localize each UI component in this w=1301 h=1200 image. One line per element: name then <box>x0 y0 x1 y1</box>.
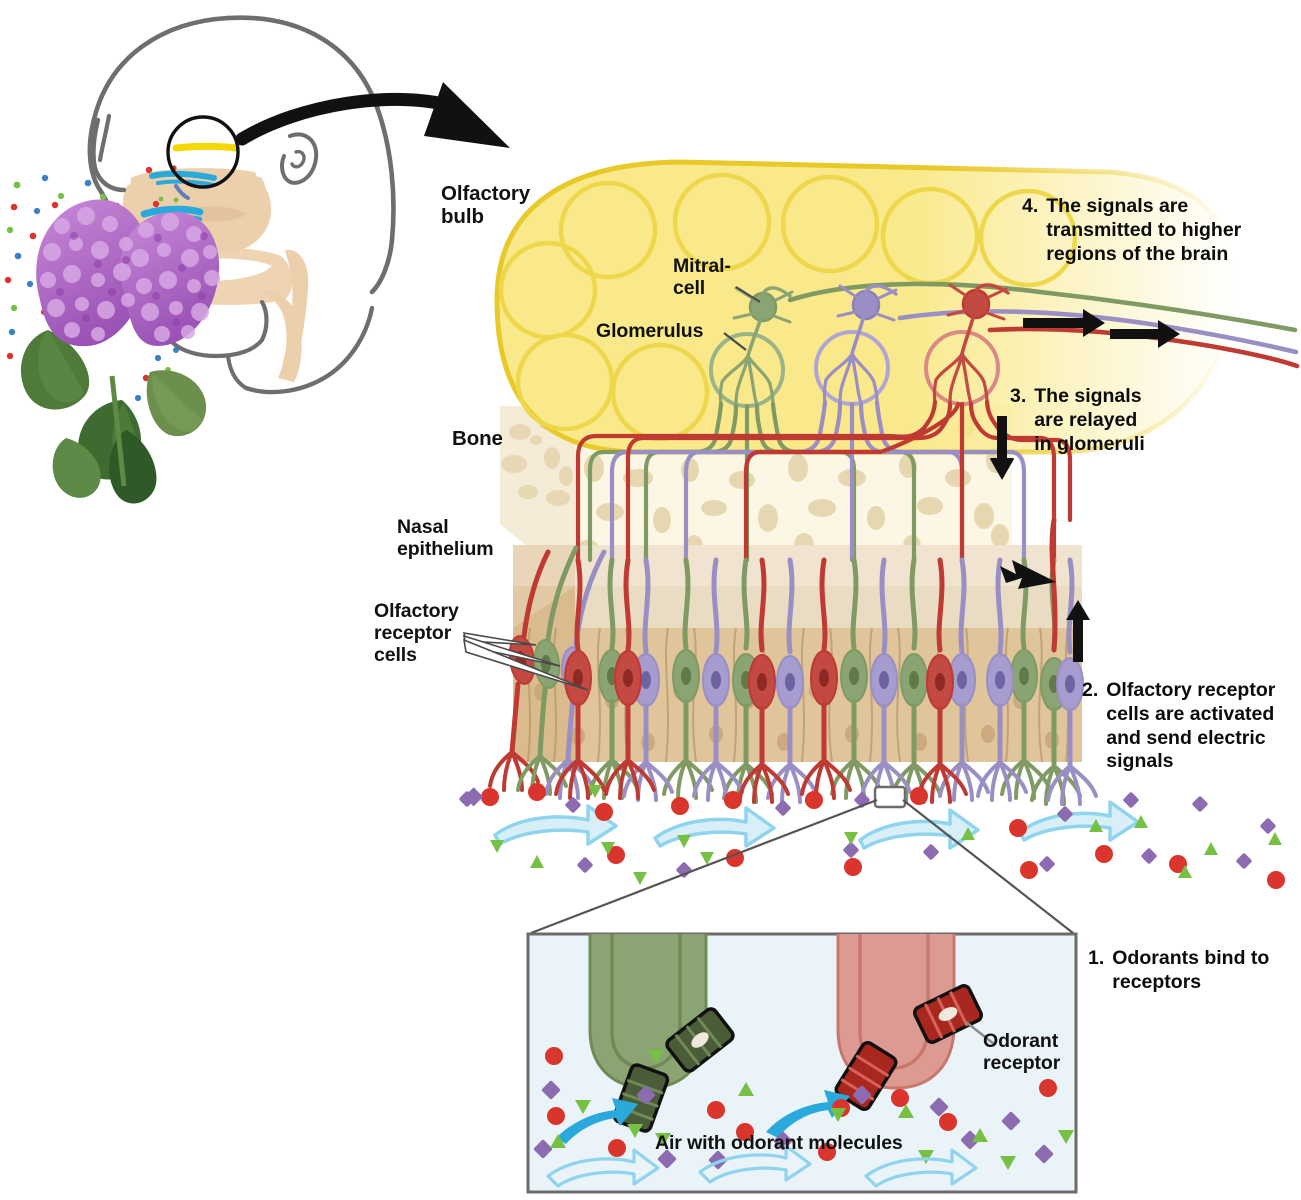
step-2-line2: cells are activated <box>1106 702 1275 725</box>
step-3: 3. The signals are relayed in glomeruli <box>1010 385 1220 456</box>
step-1: 1. Odorants bind to receptors <box>1088 947 1298 995</box>
label-glomerulus: Glomerulus <box>596 320 704 342</box>
step-2-number: 2. <box>1082 679 1099 701</box>
step-4-line3: regions of the brain <box>1046 242 1229 265</box>
label-olfactory-receptor-cells: Olfactory receptor cells <box>374 600 459 667</box>
step-2-line3: and send electric <box>1106 726 1266 749</box>
step-2-line4: signals <box>1106 750 1174 773</box>
olfactory-receptor-neurons <box>488 517 1098 806</box>
lilac-flower <box>20 199 220 504</box>
step-1-line2: receptors <box>1112 970 1202 993</box>
inset-detail-box <box>526 932 1078 1194</box>
receptor-cells-leader <box>462 632 589 691</box>
label-nasal-epithelium: Nasal epithelium <box>397 516 494 561</box>
step-4-number: 4. <box>1022 195 1039 217</box>
zoom-callout-frustum <box>530 785 1074 935</box>
odorant-air-region <box>459 783 1285 889</box>
head-illustration <box>87 15 396 395</box>
label-bone: Bone <box>452 427 503 450</box>
step-3-number: 3. <box>1010 385 1027 407</box>
step-4-line2: transmitted to higher <box>1046 218 1242 241</box>
step-1-number: 1. <box>1088 947 1105 969</box>
step-3-line3: in glomeruli <box>1034 432 1145 455</box>
odorant-molecules <box>459 783 1285 889</box>
label-leader-lines <box>723 286 761 351</box>
step-3-line2: are relayed <box>1034 408 1138 431</box>
step-3-line1: The signals <box>1034 385 1142 407</box>
label-mitral-cell: Mitral- cell <box>673 255 731 300</box>
mitral-cell-purple <box>836 284 898 356</box>
axon-and-glomeruli-network <box>575 281 1300 563</box>
step-1-line1: Odorants bind to <box>1112 947 1270 969</box>
label-odorant-receptor: Odorant receptor <box>983 1030 1061 1075</box>
step-4-line1: The signals are <box>1046 195 1189 217</box>
label-air-with-odorant-molecules: Air with odorant molecules <box>655 1132 903 1154</box>
step-direction-arrows <box>990 309 1180 662</box>
step-2: 2. Olfactory receptor cells are activate… <box>1082 679 1297 774</box>
label-olfactory-bulb: Olfactory bulb <box>441 182 531 229</box>
mitral-cell-leader <box>735 286 761 303</box>
step-2-line1: Olfactory receptor <box>1106 679 1276 701</box>
step-4: 4. The signals are transmitted to higher… <box>1022 195 1297 266</box>
mitral-cell-red <box>946 283 1010 356</box>
pointer-arrow-to-bulb <box>235 82 510 148</box>
glomerulus-leader <box>723 332 747 351</box>
